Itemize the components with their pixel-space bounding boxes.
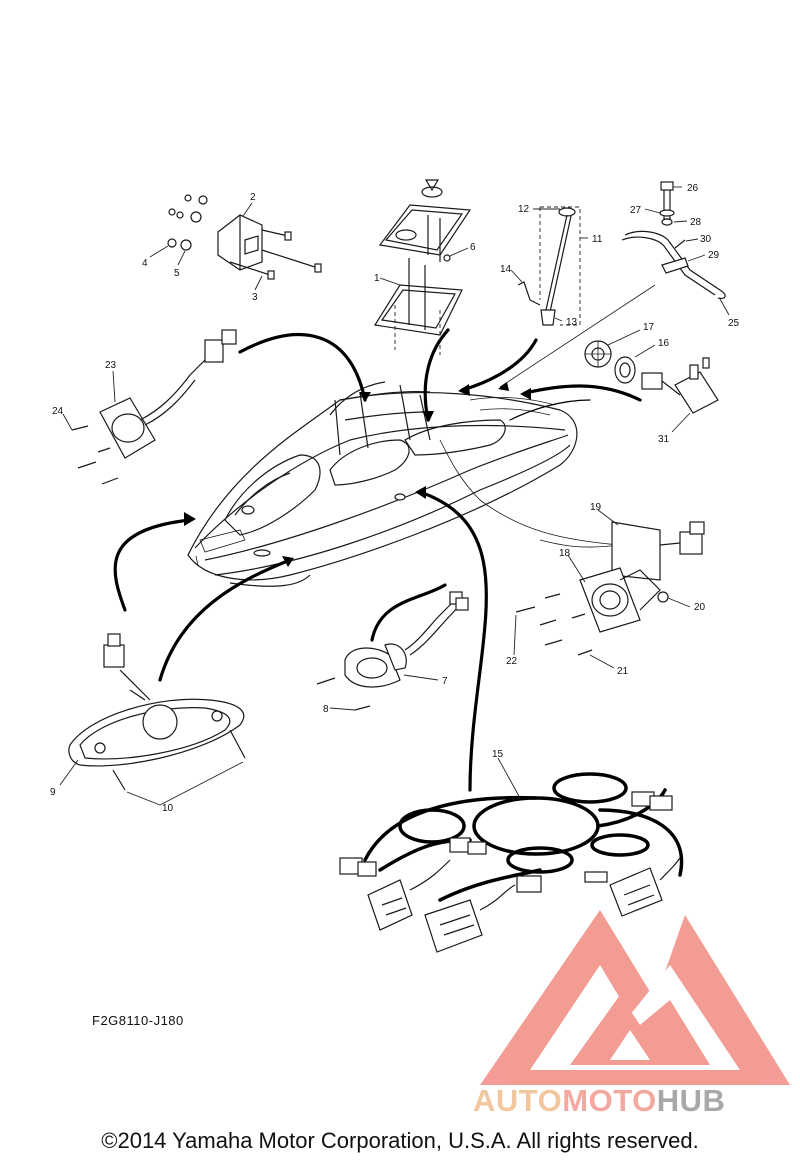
callout-30: 30 — [700, 234, 712, 245]
part-group-7-8 — [316, 591, 469, 711]
part-group-25-30 — [621, 181, 730, 316]
callout-4: 4 — [142, 258, 148, 269]
part-group-1-6 — [374, 179, 472, 355]
callout-3: 3 — [252, 292, 258, 303]
callout-17: 17 — [643, 322, 655, 333]
callout-9: 9 — [50, 787, 56, 798]
callout-18: 18 — [559, 548, 571, 559]
callout-24: 24 — [52, 406, 64, 417]
callout-26: 26 — [687, 183, 699, 194]
part-group-11-14 — [510, 206, 588, 326]
callout-8: 8 — [323, 704, 329, 715]
logo-inner-hole — [610, 1030, 650, 1060]
part-group-23-24 — [62, 329, 237, 485]
logo-inner-mark — [570, 995, 710, 1065]
callout-12: 12 — [518, 204, 530, 215]
part-group-18-22 — [513, 509, 705, 669]
callout-14: 14 — [500, 264, 512, 275]
harness-connectors — [339, 791, 681, 953]
callout-6: 6 — [470, 242, 476, 253]
callout-5: 5 — [174, 268, 180, 279]
callout-15: 15 — [492, 749, 504, 760]
callout-labels: 1 2 3 4 5 6 7 8 9 10 11 12 13 14 15 16 1… — [50, 183, 740, 814]
callout-29: 29 — [708, 250, 720, 261]
wordmark-hub: HUB — [656, 1083, 726, 1118]
callout-21: 21 — [617, 666, 629, 677]
callout-22: 22 — [506, 656, 518, 667]
automotohub-wordmark: AUTOMOTOHUB — [473, 1083, 725, 1119]
boat-hull — [187, 381, 578, 587]
callout-1: 1 — [374, 273, 380, 284]
routing-lines — [113, 284, 656, 792]
wordmark-auto: AUTO — [473, 1083, 563, 1118]
part-group-9-10 — [59, 633, 246, 806]
callout-13: 13 — [566, 317, 578, 328]
callout-11: 11 — [592, 234, 603, 245]
callout-23: 23 — [105, 360, 117, 371]
automotohub-logo — [480, 910, 790, 1085]
callout-16: 16 — [658, 338, 670, 349]
part-group-16-17-31 — [584, 329, 719, 433]
diagram-code: F2G8110-J180 — [92, 1013, 184, 1028]
callout-31: 31 — [658, 434, 670, 445]
callout-28: 28 — [690, 217, 702, 228]
callout-2: 2 — [250, 192, 256, 203]
part-group-2-5 — [149, 194, 322, 291]
part-group-15-harness — [339, 757, 684, 953]
callout-10: 10 — [162, 803, 174, 814]
callout-27: 27 — [630, 205, 642, 216]
copyright-notice: ©2014 Yamaha Motor Corporation, U.S.A. A… — [101, 1128, 699, 1153]
callout-25: 25 — [728, 318, 740, 329]
callout-20: 20 — [694, 602, 706, 613]
callout-7: 7 — [442, 676, 448, 687]
callout-19: 19 — [590, 502, 602, 513]
wordmark-moto: MOTO — [562, 1083, 657, 1118]
